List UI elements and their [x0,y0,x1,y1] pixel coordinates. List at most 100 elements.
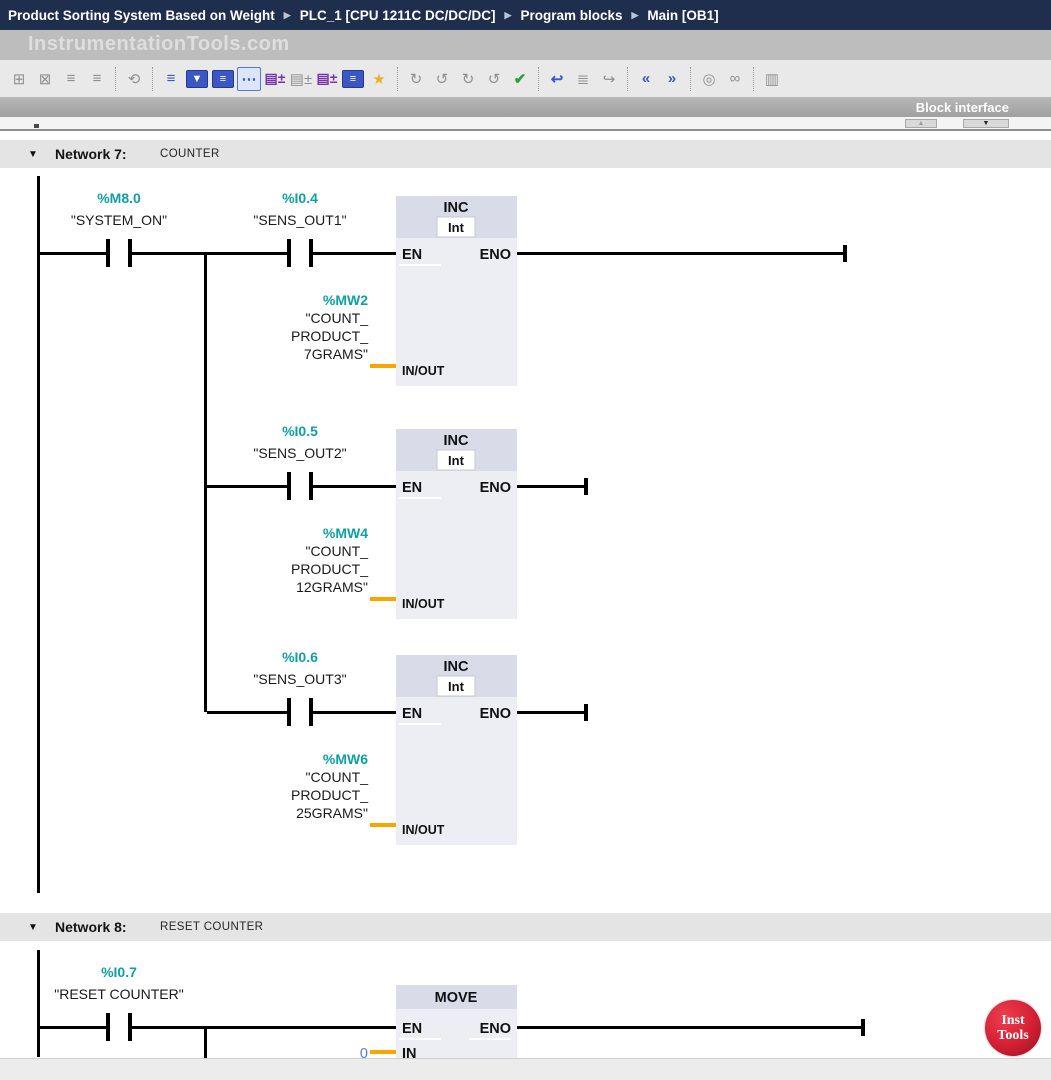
insert-box-instruction-icon[interactable]: ▤± [264,70,286,86]
insert-comment-box-icon[interactable]: ▤± [289,70,313,88]
wire [517,1026,863,1029]
operand-count-product-12grams[interactable]: %MW4 "COUNT_ PRODUCT_ 12GRAMS" [291,525,396,601]
wire-end-tick [861,1019,865,1036]
toolbar-separator [690,66,691,91]
wire [517,711,586,714]
operand-address[interactable]: %MW2 [323,292,368,308]
network-7-header[interactable]: ▼ Network 7: COUNTER [0,140,1051,168]
breadcrumb-plc[interactable]: PLC_1 [CPU 1211C DC/DC/DC] [299,7,496,23]
breadcrumb-arrow-icon: ▶ [631,9,639,20]
next-error-icon[interactable]: ↪ [602,70,616,88]
know-how-protection-icon[interactable]: ▥ [764,70,780,88]
inc-block-2[interactable]: INC Int EN ENO IN/OUT [396,429,517,619]
operand-tag-line[interactable]: PRODUCT_ [291,561,368,577]
operand-tag-line[interactable]: "COUNT_ [305,543,368,559]
insert-network-icon[interactable]: ⊞ [12,70,26,88]
splitter-collapse-down-icon[interactable]: ▼ [963,119,1009,128]
add-to-favorites-icon[interactable]: ★ [372,70,386,88]
inc-block-3[interactable]: INC Int EN ENO IN/OUT [396,655,517,845]
operand-tag-line[interactable]: 7GRAMS" [304,346,368,362]
wire [517,252,845,255]
freeform-comment-icon[interactable]: ≡ [342,69,364,88]
contact-sens-out2[interactable]: %I0.5 "SENS_OUT2" [253,423,347,500]
eno-pin-label: ENO [480,247,511,263]
expand-all-networks-icon[interactable]: ▼ [186,69,208,88]
wire [38,1026,106,1029]
contact-tag-name[interactable]: "RESET COUNTER" [54,986,184,1002]
operand-tag-line[interactable]: "COUNT_ [305,769,368,785]
operand-stub-wire [370,597,396,601]
contact-address[interactable]: %I0.4 [282,190,318,206]
block-datatype[interactable]: Int [448,453,465,468]
contact-sens-out1[interactable]: %I0.4 "SENS_OUT1" [253,190,347,267]
insert-row-above-icon[interactable]: ≡ [66,70,76,87]
ladder-diagram: %M8.0 "SYSTEM_ON" %I0.4 "SENS_OUT1" INC … [37,176,865,1062]
operand-tag-line[interactable]: PRODUCT_ [291,328,368,344]
splitter-collapse-up-icon[interactable]: ▲ [905,119,937,128]
inc-block-1[interactable]: INC Int EN ENO IN/OUT [396,196,517,386]
reset-start-values-icon[interactable]: ⟲ [127,70,141,88]
breadcrumb-arrow-icon: ▶ [283,9,291,20]
eno-pin-label: ENO [480,480,511,496]
contact-address[interactable]: %I0.6 [282,649,318,665]
network-comment[interactable]: COUNTER [160,148,220,160]
operand-address[interactable]: %MW6 [323,751,368,767]
go-to-next-usage-icon[interactable]: » [667,70,677,87]
find-replace-icon[interactable]: ◎ [702,70,716,88]
show-hide-operands-icon[interactable]: ≡ [166,70,176,87]
toolbar-separator [115,66,116,91]
previous-error-icon[interactable]: ↩ [550,70,564,88]
delete-network-icon[interactable]: ⊠ [38,70,52,88]
contact-reset-counter[interactable]: %I0.7 "RESET COUNTER" [54,964,184,1041]
redo-icon[interactable]: ↺ [435,70,449,88]
network-8-header[interactable]: ▼ Network 8: RESET COUNTER [0,913,1051,941]
operand-stub-wire [370,823,396,827]
undo-icon[interactable]: ↻ [409,70,423,88]
contact-tag-name[interactable]: "SENS_OUT1" [253,212,346,228]
operand-count-product-25grams[interactable]: %MW6 "COUNT_ PRODUCT_ 25GRAMS" [291,751,396,827]
contact-address[interactable]: %M8.0 [97,190,141,206]
update-block-calls-icon[interactable]: ↻ [461,70,475,88]
contact-system-on[interactable]: %M8.0 "SYSTEM_ON" [71,190,167,267]
interface-splitter[interactable]: ▲ ▼ [0,117,1051,131]
toolbar-separator [397,66,398,91]
ladder-editor-canvas[interactable]: ▼ Network 7: COUNTER ▼ Network 8: RESET … [0,131,1051,1062]
operand-tag-line[interactable]: PRODUCT_ [291,787,368,803]
breadcrumb-project[interactable]: Product Sorting System Based on Weight [8,7,275,23]
contact-sens-out3[interactable]: %I0.6 "SENS_OUT3" [253,649,347,726]
upload-from-device-icon[interactable]: ↺ [487,70,501,88]
rename-tag-icon[interactable]: ▤± [316,70,338,86]
breadcrumb-main-ob1[interactable]: Main [OB1] [647,7,719,23]
toggle-network-comments-icon[interactable]: ⋯ [237,66,261,91]
operand-tag-line[interactable]: "COUNT_ [305,310,368,326]
move-block[interactable]: MOVE EN ENO IN [396,985,517,1062]
network-comment[interactable]: RESET COUNTER [160,921,264,933]
monitoring-glasses-icon[interactable]: ∞ [729,70,741,87]
block-title: INC [444,433,470,449]
wire-end-tick [843,245,847,262]
collapse-all-networks-icon[interactable]: ≡ [212,69,234,88]
contact-tag-name[interactable]: "SENS_OUT2" [253,445,346,461]
operand-tag-line[interactable]: 12GRAMS" [296,579,368,595]
branch-wire [204,1026,207,1062]
breadcrumb-program-blocks[interactable]: Program blocks [520,7,623,23]
network-collapse-icon[interactable]: ▼ [28,921,38,933]
operand-address[interactable]: %MW4 [323,525,368,541]
network-collapse-icon[interactable]: ▼ [28,148,38,160]
logo-line2: Tools [997,1028,1029,1043]
contact-tag-name[interactable]: "SYSTEM_ON" [71,212,167,228]
operand-info-icon[interactable]: ≣ [576,70,590,88]
contact-address[interactable]: %I0.7 [101,964,137,980]
consistency-check-icon[interactable]: ✔ [513,70,527,88]
contact-tag-name[interactable]: "SENS_OUT3" [253,671,346,687]
go-to-previous-usage-icon[interactable]: « [641,70,651,87]
insert-row-below-icon[interactable]: ≡ [92,70,102,87]
block-datatype[interactable]: Int [448,679,465,694]
constant-value[interactable]: 0 [360,1046,368,1062]
operand-in-constant[interactable]: 0 [360,1046,396,1062]
operand-tag-line[interactable]: 25GRAMS" [296,805,368,821]
block-interface-bar[interactable]: Block interface [0,98,1051,117]
contact-address[interactable]: %I0.5 [282,423,318,439]
block-datatype[interactable]: Int [448,220,465,235]
operand-count-product-7grams[interactable]: %MW2 "COUNT_ PRODUCT_ 7GRAMS" [291,292,396,368]
